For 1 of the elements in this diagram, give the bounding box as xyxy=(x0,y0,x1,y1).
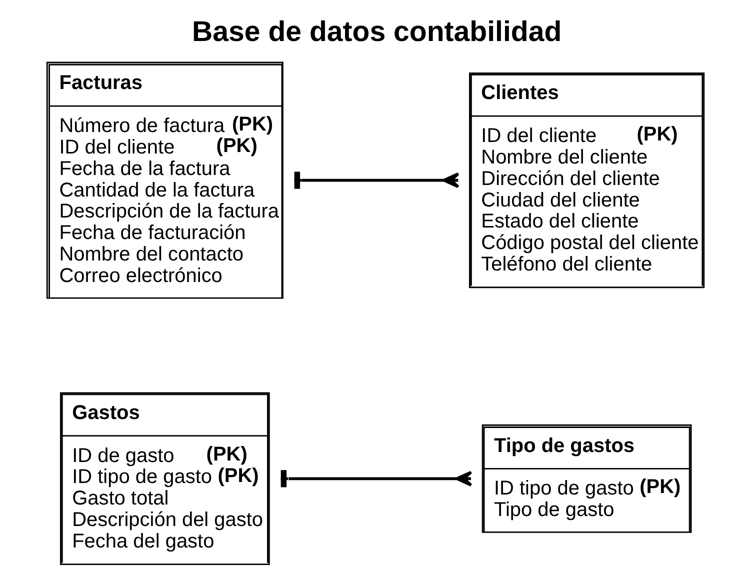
diagram-title: Base de datos contabilidad xyxy=(192,16,562,48)
